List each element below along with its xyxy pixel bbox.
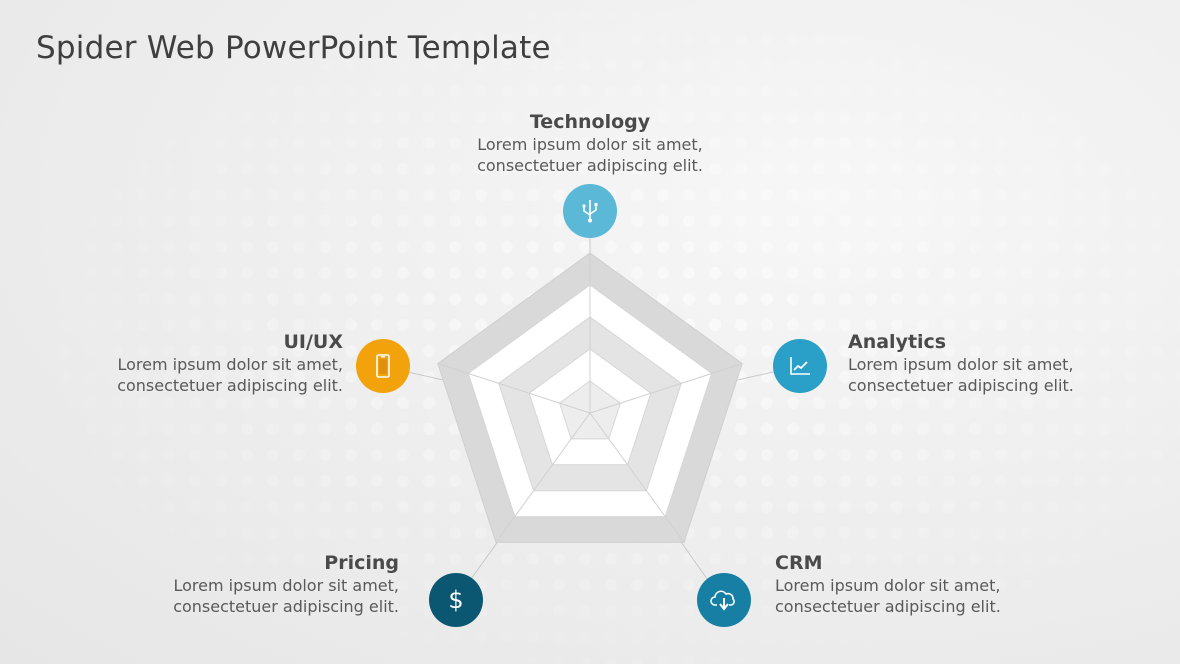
dollar-icon: $: [448, 586, 464, 614]
crm-desc-line2: consectetuer adipiscing elit.: [775, 597, 1001, 616]
pricing-title: Pricing: [324, 552, 399, 574]
analytics-block: Analytics Lorem ipsum dolor sit amet, co…: [848, 330, 1128, 396]
analytics-icon-circle[interactable]: [773, 339, 827, 393]
cloud-download-icon: [710, 590, 735, 611]
uiux-block: UI/UX Lorem ipsum dolor sit amet, consec…: [62, 330, 343, 396]
uiux-desc-line1: Lorem ipsum dolor sit amet,: [117, 355, 344, 374]
crm-title: CRM: [775, 552, 823, 574]
analytics-desc-line1: Lorem ipsum dolor sit amet,: [848, 355, 1074, 374]
mobile-phone-icon: [376, 354, 390, 378]
uiux-title: UI/UX: [283, 331, 343, 353]
pricing-desc-line1: Lorem ipsum dolor sit amet,: [173, 576, 400, 595]
technology-block: Technology Lorem ipsum dolor sit amet, c…: [440, 110, 740, 176]
crm-icon-circle[interactable]: [697, 573, 751, 627]
pricing-icon-circle[interactable]: $: [429, 573, 483, 627]
page-title: Spider Web PowerPoint Template: [36, 30, 551, 66]
crm-block: CRM Lorem ipsum dolor sit amet, consecte…: [775, 551, 1055, 617]
line-chart-icon: [790, 357, 810, 375]
uiux-desc-line2: consectetuer adipiscing elit.: [117, 376, 343, 395]
analytics-title: Analytics: [848, 331, 947, 353]
usb-icon: [582, 200, 598, 223]
uiux-icon-circle[interactable]: [356, 339, 410, 393]
technology-icon-circle[interactable]: [563, 184, 617, 238]
analytics-desc-line2: consectetuer adipiscing elit.: [848, 376, 1074, 395]
technology-title: Technology: [529, 111, 651, 133]
technology-desc-line2: consectetuer adipiscing elit.: [477, 156, 703, 175]
crm-desc-line1: Lorem ipsum dolor sit amet,: [775, 576, 1001, 595]
pricing-desc-line2: consectetuer adipiscing elit.: [173, 597, 399, 616]
technology-desc-line1: Lorem ipsum dolor sit amet,: [477, 135, 703, 154]
pricing-block: Pricing Lorem ipsum dolor sit amet, cons…: [120, 551, 399, 617]
